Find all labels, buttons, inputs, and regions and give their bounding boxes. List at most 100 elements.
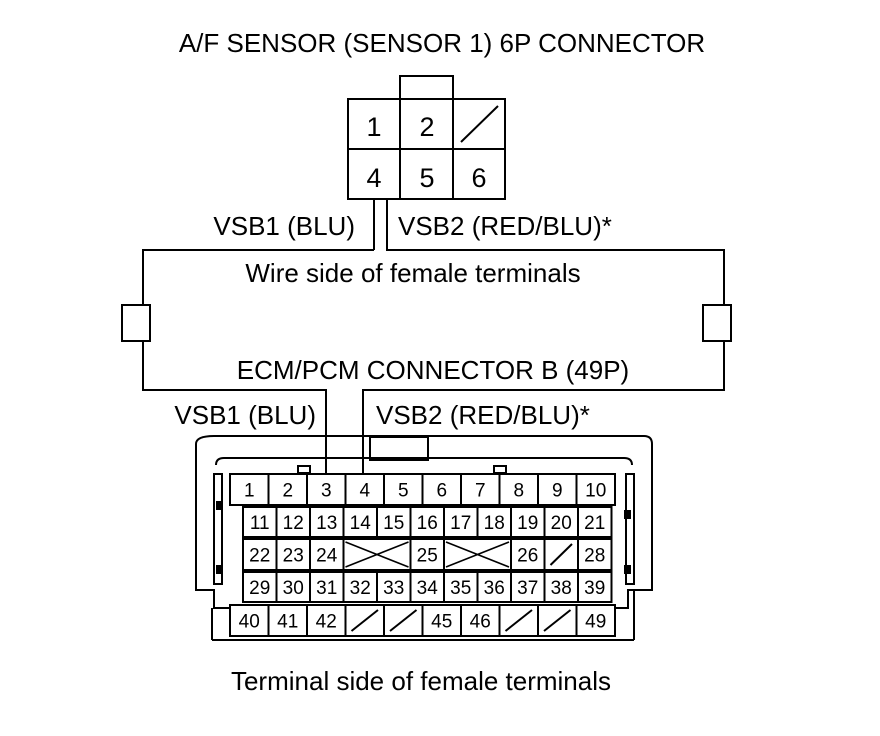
ecm-cavity bbox=[460, 473, 501, 506]
ecm-latch-mark bbox=[216, 565, 223, 574]
ecm-latch-mark bbox=[624, 510, 631, 519]
ecm-cavity bbox=[510, 506, 546, 538]
wire-side-caption: Wire side of female terminals bbox=[245, 258, 580, 288]
ecm-pin-34: 34 bbox=[417, 578, 439, 599]
ecm-pin-33: 33 bbox=[383, 578, 404, 599]
ecm-cavity bbox=[443, 571, 479, 603]
ecm-cavity bbox=[342, 538, 412, 571]
break-symbol-left bbox=[121, 304, 151, 342]
af-pin-6: 6 bbox=[471, 163, 486, 193]
ecm-cavity bbox=[267, 604, 308, 637]
ecm-cavity bbox=[229, 604, 270, 637]
ecm-cavity bbox=[309, 538, 345, 571]
ecm-cavity bbox=[242, 571, 278, 603]
ecm-cavity bbox=[498, 473, 539, 506]
af-pin-2: 2 bbox=[419, 112, 434, 142]
ecm-cavity bbox=[421, 604, 462, 637]
ecm-inner-rim bbox=[215, 457, 633, 466]
ecm-pin-25: 25 bbox=[417, 546, 438, 567]
ecm-pin-15: 15 bbox=[383, 513, 404, 534]
ecm-pin-49: 49 bbox=[585, 612, 606, 633]
ecm-cavity bbox=[409, 571, 445, 603]
ecm-pin-41: 41 bbox=[277, 612, 298, 633]
ecm-pin-2: 2 bbox=[282, 481, 293, 502]
empty-cavity-slash bbox=[549, 543, 573, 566]
ecm-pin-21: 21 bbox=[584, 513, 605, 534]
ecm-key-right bbox=[493, 465, 507, 474]
ecm-pin-22: 22 bbox=[249, 546, 270, 567]
ecm-pin-39: 39 bbox=[584, 578, 605, 599]
ecm-pin-23: 23 bbox=[283, 546, 304, 567]
ecm-pin-9: 9 bbox=[552, 481, 563, 502]
ecm-pin-1: 1 bbox=[244, 481, 255, 502]
ecm-cavity bbox=[267, 473, 308, 506]
ecm-cavity bbox=[342, 571, 378, 603]
blocked-cavity-cross bbox=[445, 541, 510, 568]
ecm-cavity bbox=[577, 538, 613, 571]
ecm-pin-36: 36 bbox=[484, 578, 505, 599]
ecm-wires bbox=[142, 341, 725, 496]
ecm-pin-46: 46 bbox=[470, 612, 491, 633]
ecm-outer-shell bbox=[195, 435, 653, 609]
connector-lock-tab bbox=[399, 75, 454, 100]
ecm-pin-30: 30 bbox=[283, 578, 304, 599]
ecm-connector-housing bbox=[195, 435, 653, 641]
sensor-wires bbox=[142, 199, 725, 305]
ecm-cavity bbox=[229, 473, 270, 506]
ecm-cavity bbox=[476, 571, 512, 603]
wire-vsb1-ecm bbox=[142, 341, 327, 496]
ecm-latch-mark bbox=[624, 565, 631, 574]
ecm-cavity bbox=[543, 571, 579, 603]
ecm-cavity bbox=[344, 473, 385, 506]
ecm-pin-18: 18 bbox=[484, 513, 505, 534]
ecm-cavity bbox=[376, 571, 412, 603]
ecm-pin-32: 32 bbox=[350, 578, 371, 599]
ecm-cavity bbox=[275, 571, 311, 603]
ecm-pin-29: 29 bbox=[249, 578, 270, 599]
ecm-pin-4: 4 bbox=[359, 481, 370, 502]
af-pin-5: 5 bbox=[419, 163, 434, 193]
ecm-pin-35: 35 bbox=[450, 578, 471, 599]
ecm-pin-7: 7 bbox=[475, 481, 486, 502]
ecm-cavity bbox=[575, 473, 616, 506]
af-pin-4: 4 bbox=[366, 163, 381, 193]
ecm-pin-24: 24 bbox=[316, 546, 338, 567]
ecm-pin-37: 37 bbox=[517, 578, 538, 599]
ecm-pin-13: 13 bbox=[316, 513, 337, 534]
af-connector-title: A/F SENSOR (SENSOR 1) 6P CONNECTOR bbox=[179, 28, 705, 58]
terminal-side-caption: Terminal side of female terminals bbox=[231, 666, 611, 696]
ecm-latch-mark bbox=[216, 501, 223, 510]
ecm-pin-16: 16 bbox=[417, 513, 438, 534]
wire-vsb2-ecm bbox=[362, 341, 725, 496]
break-symbol-right bbox=[702, 304, 732, 342]
ecm-cavity bbox=[577, 506, 613, 538]
ecm-cavity bbox=[309, 506, 345, 538]
ecm-cavity bbox=[575, 604, 616, 637]
ecm-cavity bbox=[309, 571, 345, 603]
ecm-pin-42: 42 bbox=[316, 612, 337, 633]
ecm-pin-28: 28 bbox=[584, 546, 605, 567]
ecm-pin-14: 14 bbox=[350, 513, 372, 534]
ecm-pin-6: 6 bbox=[436, 481, 447, 502]
ecm-vsb2-label: VSB2 (RED/BLU)* bbox=[376, 400, 590, 430]
wire-vsb2-sensor bbox=[386, 199, 725, 305]
af-sensor-connector bbox=[347, 75, 506, 200]
ecm-pin-38: 38 bbox=[551, 578, 572, 599]
ecm-pin-31: 31 bbox=[316, 578, 337, 599]
empty-cavity-slash bbox=[504, 609, 533, 632]
ecm-cavity bbox=[577, 571, 613, 603]
ecm-connector-title: ECM/PCM CONNECTOR B (49P) bbox=[237, 355, 629, 385]
ecm-pin-40: 40 bbox=[239, 612, 260, 633]
sensor-vsb2-label: VSB2 (RED/BLU)* bbox=[398, 211, 612, 241]
ecm-pin-20: 20 bbox=[551, 513, 572, 534]
ecm-pin-19: 19 bbox=[517, 513, 538, 534]
ecm-lock-tab bbox=[369, 436, 429, 461]
empty-cavity-slash bbox=[350, 609, 379, 632]
empty-cavity-slash bbox=[543, 609, 572, 632]
ecm-pin-3: 3 bbox=[321, 481, 332, 502]
empty-cavity-slash bbox=[389, 609, 418, 632]
empty-cavity-slash bbox=[460, 105, 499, 143]
ecm-pin-5: 5 bbox=[398, 481, 409, 502]
